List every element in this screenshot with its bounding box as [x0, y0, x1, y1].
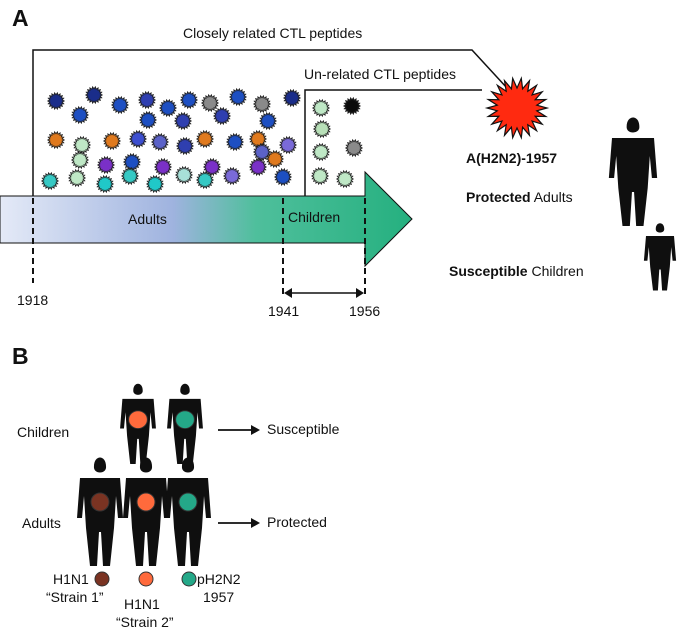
- year-1941-label: 1941: [268, 303, 299, 319]
- peptide-dot: [175, 136, 195, 156]
- peptide-dot: [70, 150, 90, 170]
- peptide-dot: [248, 157, 268, 177]
- adult-figure-1: [77, 457, 123, 566]
- legend-strain-1-swatch: [94, 571, 110, 587]
- peptide-dot: [174, 165, 194, 185]
- protected-adults-label: Protected Adults: [466, 189, 573, 205]
- peptide-dot: [67, 168, 87, 188]
- peptide-dot: [311, 98, 331, 118]
- peptide-dot: [335, 169, 355, 189]
- adult-figure-2: [123, 457, 169, 566]
- legend-strain-2-line1: H1N1: [124, 596, 160, 612]
- adult-silhouette-icon: [608, 117, 658, 226]
- peptide-dot: [137, 90, 157, 110]
- legend-strain-1-line1: H1N1: [53, 571, 89, 587]
- protected-label: Protected: [267, 514, 327, 530]
- child-figure-2: [167, 383, 203, 465]
- peptide-dot: [311, 142, 331, 162]
- arrow-children-label: Children: [288, 209, 340, 225]
- panel-a-label: A: [12, 5, 29, 31]
- adult-figure-3: [165, 457, 211, 566]
- peptide-dot: [312, 119, 332, 139]
- peptide-dot: [72, 135, 92, 155]
- peptide-dot: [110, 95, 130, 115]
- peptide-dot: [252, 94, 272, 114]
- adults-row-label: Adults: [22, 515, 61, 531]
- peptide-dot: [258, 111, 278, 131]
- peptide-dot: [120, 166, 140, 186]
- legend-strain-2-line2: “Strain 2”: [116, 614, 174, 630]
- children-row-label: Children: [17, 424, 69, 440]
- protected-arrow-head: [251, 518, 260, 528]
- peptide-dot: [344, 138, 364, 158]
- child-figure-1: [120, 383, 156, 465]
- peptide-dot: [122, 152, 142, 172]
- strain-2-marker: [136, 492, 156, 512]
- year-1956-label: 1956: [349, 303, 380, 319]
- timeline-arrow: [0, 170, 413, 268]
- peptide-dot: [195, 129, 215, 149]
- closely-related-label: Closely related CTL peptides: [183, 25, 362, 41]
- year-1918-label: 1918: [17, 292, 48, 308]
- child-silhouette-icon: [643, 223, 677, 291]
- peptide-dot: [225, 132, 245, 152]
- legend-ph2n2-line1: pH2N2: [197, 571, 241, 587]
- susceptible-label: Susceptible: [267, 421, 340, 437]
- legend-strain-2-swatch: [138, 571, 154, 587]
- double-arrow-left-head: [284, 288, 292, 298]
- legend-ph2n2-line2: 1957: [203, 589, 234, 605]
- peptide-dot: [95, 174, 115, 194]
- peptide-dot: [40, 171, 60, 191]
- peptide-dot: [222, 166, 242, 186]
- peptide-dot: [46, 91, 66, 111]
- h2n2-virus-icon: [484, 76, 550, 140]
- ph2n2-marker: [178, 492, 198, 512]
- peptide-dot: [70, 105, 90, 125]
- strain-2-marker: [128, 410, 148, 429]
- ph2n2-marker: [175, 410, 195, 429]
- peptide-dot: [212, 106, 232, 126]
- panel-b-label: B: [12, 343, 29, 369]
- peptide-dot: [200, 93, 220, 113]
- peptide-dot: [273, 167, 293, 187]
- peptide-dot: [84, 85, 104, 105]
- unrelated-bracket: [304, 89, 482, 198]
- peptide-dot: [153, 157, 173, 177]
- peptide-dot: [179, 90, 199, 110]
- peptide-dot: [96, 155, 116, 175]
- double-arrow-right-head: [356, 288, 364, 298]
- peptide-dot: [282, 88, 302, 108]
- peptide-dot: [202, 157, 222, 177]
- legend-ph2n2-swatch: [181, 571, 197, 587]
- peptide-dot: [173, 111, 193, 131]
- peptide-dot: [128, 129, 148, 149]
- susceptible-arrow-head: [251, 425, 260, 435]
- virus-label: A(H2N2)-1957: [466, 150, 557, 166]
- peptide-dot: [145, 174, 165, 194]
- peptide-dot: [138, 110, 158, 130]
- peptide-dot: [228, 87, 248, 107]
- closely-related-bracket: [32, 49, 508, 198]
- peptide-dot: [342, 96, 362, 116]
- peptide-dot: [158, 98, 178, 118]
- peptide-dot: [150, 132, 170, 152]
- susceptible-children-label: Susceptible Children: [449, 263, 584, 279]
- peptide-dot: [102, 131, 122, 151]
- peptide-dot: [265, 149, 285, 169]
- peptide-dot: [46, 130, 66, 150]
- peptide-dot: [278, 135, 298, 155]
- peptide-dot: [310, 166, 330, 186]
- arrow-adults-label: Adults: [128, 211, 167, 227]
- unrelated-label: Un-related CTL peptides: [304, 66, 456, 82]
- strain-1-marker: [90, 492, 110, 512]
- peptide-dots: [40, 85, 364, 194]
- legend-strain-1-line2: “Strain 1”: [46, 589, 104, 605]
- peptide-dot: [195, 170, 215, 190]
